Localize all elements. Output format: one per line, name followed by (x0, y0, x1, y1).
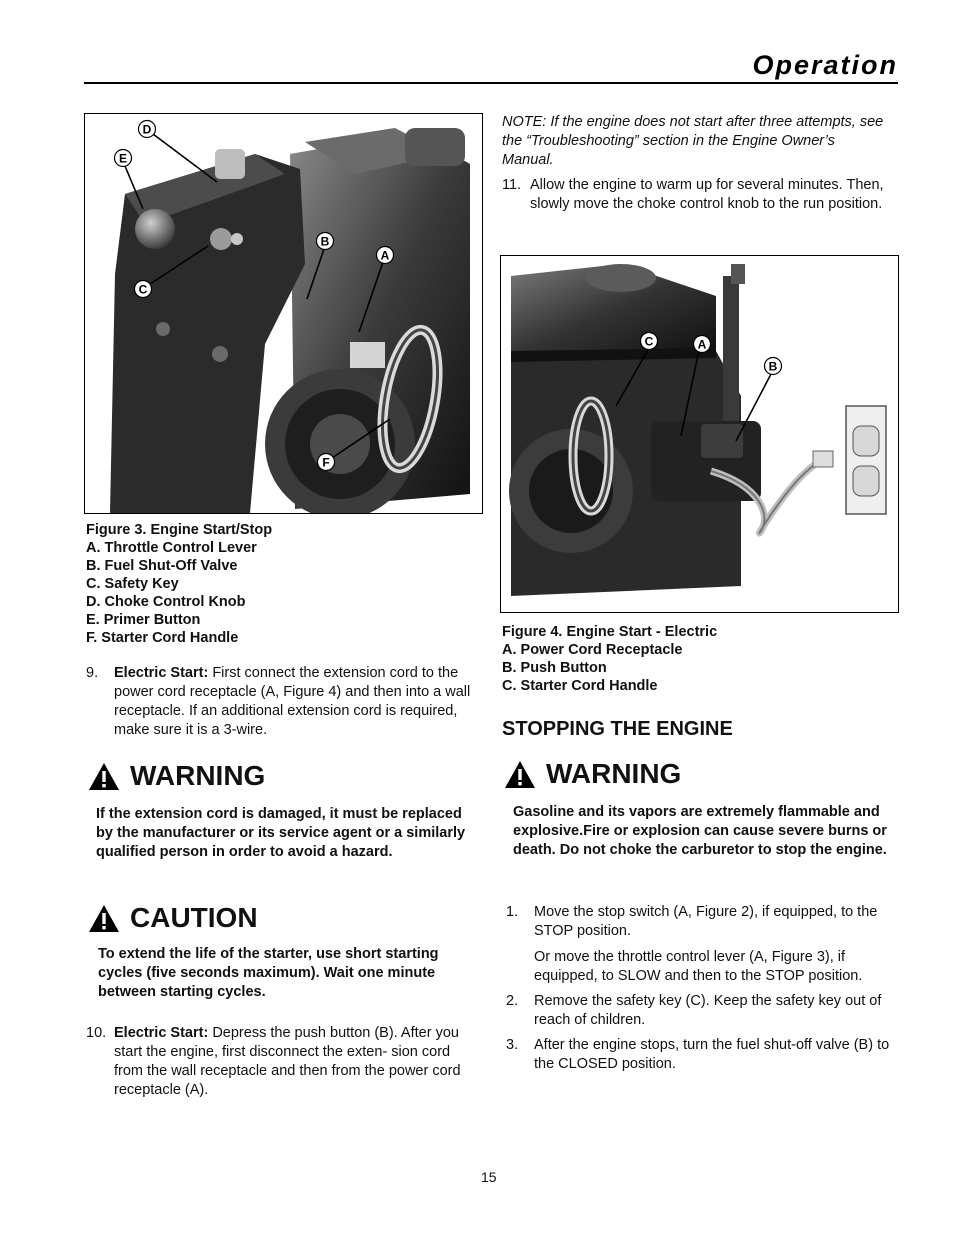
caption-title: Figure 3. Engine Start/Stop (86, 522, 273, 538)
caption-item: F. Starter Cord Handle (86, 630, 239, 646)
engine-illustration-fig4: C A B (509, 264, 887, 596)
svg-text:B: B (321, 235, 330, 249)
step-10: 10. Electric Start: Depress the push but… (86, 1024, 480, 1100)
step-11: 11. Allow the engine to warm up for seve… (502, 176, 897, 214)
step-label: Electric Start: (114, 1025, 209, 1041)
step-body: Move the stop switch (A, Figure 2), if e… (534, 904, 878, 939)
callout-c: C (639, 331, 659, 351)
step-number: 3. (506, 1037, 519, 1053)
callout-d: D (137, 119, 157, 139)
caption-item: A. Power Cord Receptacle (502, 642, 683, 658)
callout-c: C (133, 279, 153, 299)
step-body: First connect the extension cord to the … (114, 665, 471, 738)
callout-a: A (375, 245, 395, 265)
caption-title: Figure 4. Engine Start - Electric (502, 624, 718, 640)
page-header-title: Operation (752, 50, 898, 80)
svg-text:C: C (139, 283, 148, 297)
svg-text:B: B (769, 360, 778, 374)
caption-item: D. Choke Control Knob (86, 594, 246, 610)
note-text: NOTE: If the engine does not start after… (502, 114, 884, 168)
warning-triangle-icon (505, 760, 535, 788)
warning-title: WARNING (546, 758, 682, 789)
caption-item: A. Throttle Control Lever (86, 540, 257, 556)
caption-item: B. Push Button (502, 660, 607, 676)
svg-text:A: A (698, 338, 707, 352)
step-label: Electric Start: (114, 665, 209, 681)
step-number: 9. (86, 665, 99, 681)
svg-text:F: F (322, 456, 329, 470)
svg-text:C: C (645, 335, 654, 349)
stop-step-2: 2. Remove the safety key (C). Keep the s… (506, 992, 897, 1030)
step-number: 10. (86, 1025, 107, 1041)
callout-b: B (315, 231, 335, 251)
warning-title: WARNING (130, 760, 266, 791)
caution-heading: CAUTION (88, 902, 258, 934)
step-text: Electric Start: First connect the extens… (114, 664, 480, 740)
caption-item: B. Fuel Shut-Off Valve (86, 558, 238, 574)
step-number: 11. (502, 177, 522, 193)
step-text: Allow the engine to warm up for several … (530, 177, 884, 212)
stop-step-3: 3. After the engine stops, turn the fuel… (506, 1036, 897, 1074)
caution-title: CAUTION (130, 902, 258, 933)
figure-3-caption: Figure 3. Engine Start/Stop A. Throttle … (86, 521, 272, 647)
figure-3-engine-start-stop: D E B A C F (84, 113, 483, 514)
warning-triangle-icon (89, 762, 119, 790)
figure-4-caption: Figure 4. Engine Start - Electric A. Pow… (502, 623, 717, 695)
callout-a: A (692, 334, 712, 354)
caution-body: To extend the life of the starter, use s… (98, 946, 439, 1000)
section-heading-stopping: STOPPING THE ENGINE (502, 718, 733, 740)
step-9: 9. Electric Start: First connect the ext… (86, 664, 480, 740)
step-body: Depress the push button (B). After you s… (114, 1025, 461, 1098)
engine-illustration-fig3: D E B A C F (110, 119, 470, 513)
step-text: Move the stop switch (A, Figure 2), if e… (534, 903, 897, 986)
warning-heading-right: WARNING (504, 758, 681, 790)
step-sub-text: Or move the throttle control lever (A, F… (534, 949, 863, 984)
figure-4-engine-start-electric: C A B (500, 255, 899, 613)
step-text: Electric Start: Depress the push button … (114, 1024, 480, 1100)
stop-step-1: 1. Move the stop switch (A, Figure 2), i… (506, 903, 897, 986)
warning-heading-left: WARNING (88, 760, 265, 792)
svg-text:A: A (381, 249, 390, 263)
caption-item: C. Safety Key (86, 576, 179, 592)
callout-b: B (763, 356, 783, 376)
header-rule (84, 82, 898, 84)
svg-text:E: E (119, 152, 127, 166)
step-number: 2. (506, 993, 519, 1009)
caption-item: E. Primer Button (86, 612, 201, 628)
svg-text:D: D (143, 123, 152, 137)
callout-e: E (113, 148, 133, 168)
warning-body-left: If the extension cord is damaged, it mus… (96, 806, 466, 860)
callout-f: F (316, 452, 336, 472)
caution-triangle-icon (89, 904, 119, 932)
step-text: After the engine stops, turn the fuel sh… (534, 1037, 890, 1072)
caption-item: C. Starter Cord Handle (502, 678, 658, 694)
warning-body-right: Gasoline and its vapors are extremely fl… (513, 804, 887, 858)
step-text: Remove the safety key (C). Keep the safe… (534, 993, 882, 1028)
page-number: 15 (481, 1169, 497, 1185)
step-number: 1. (506, 904, 519, 920)
